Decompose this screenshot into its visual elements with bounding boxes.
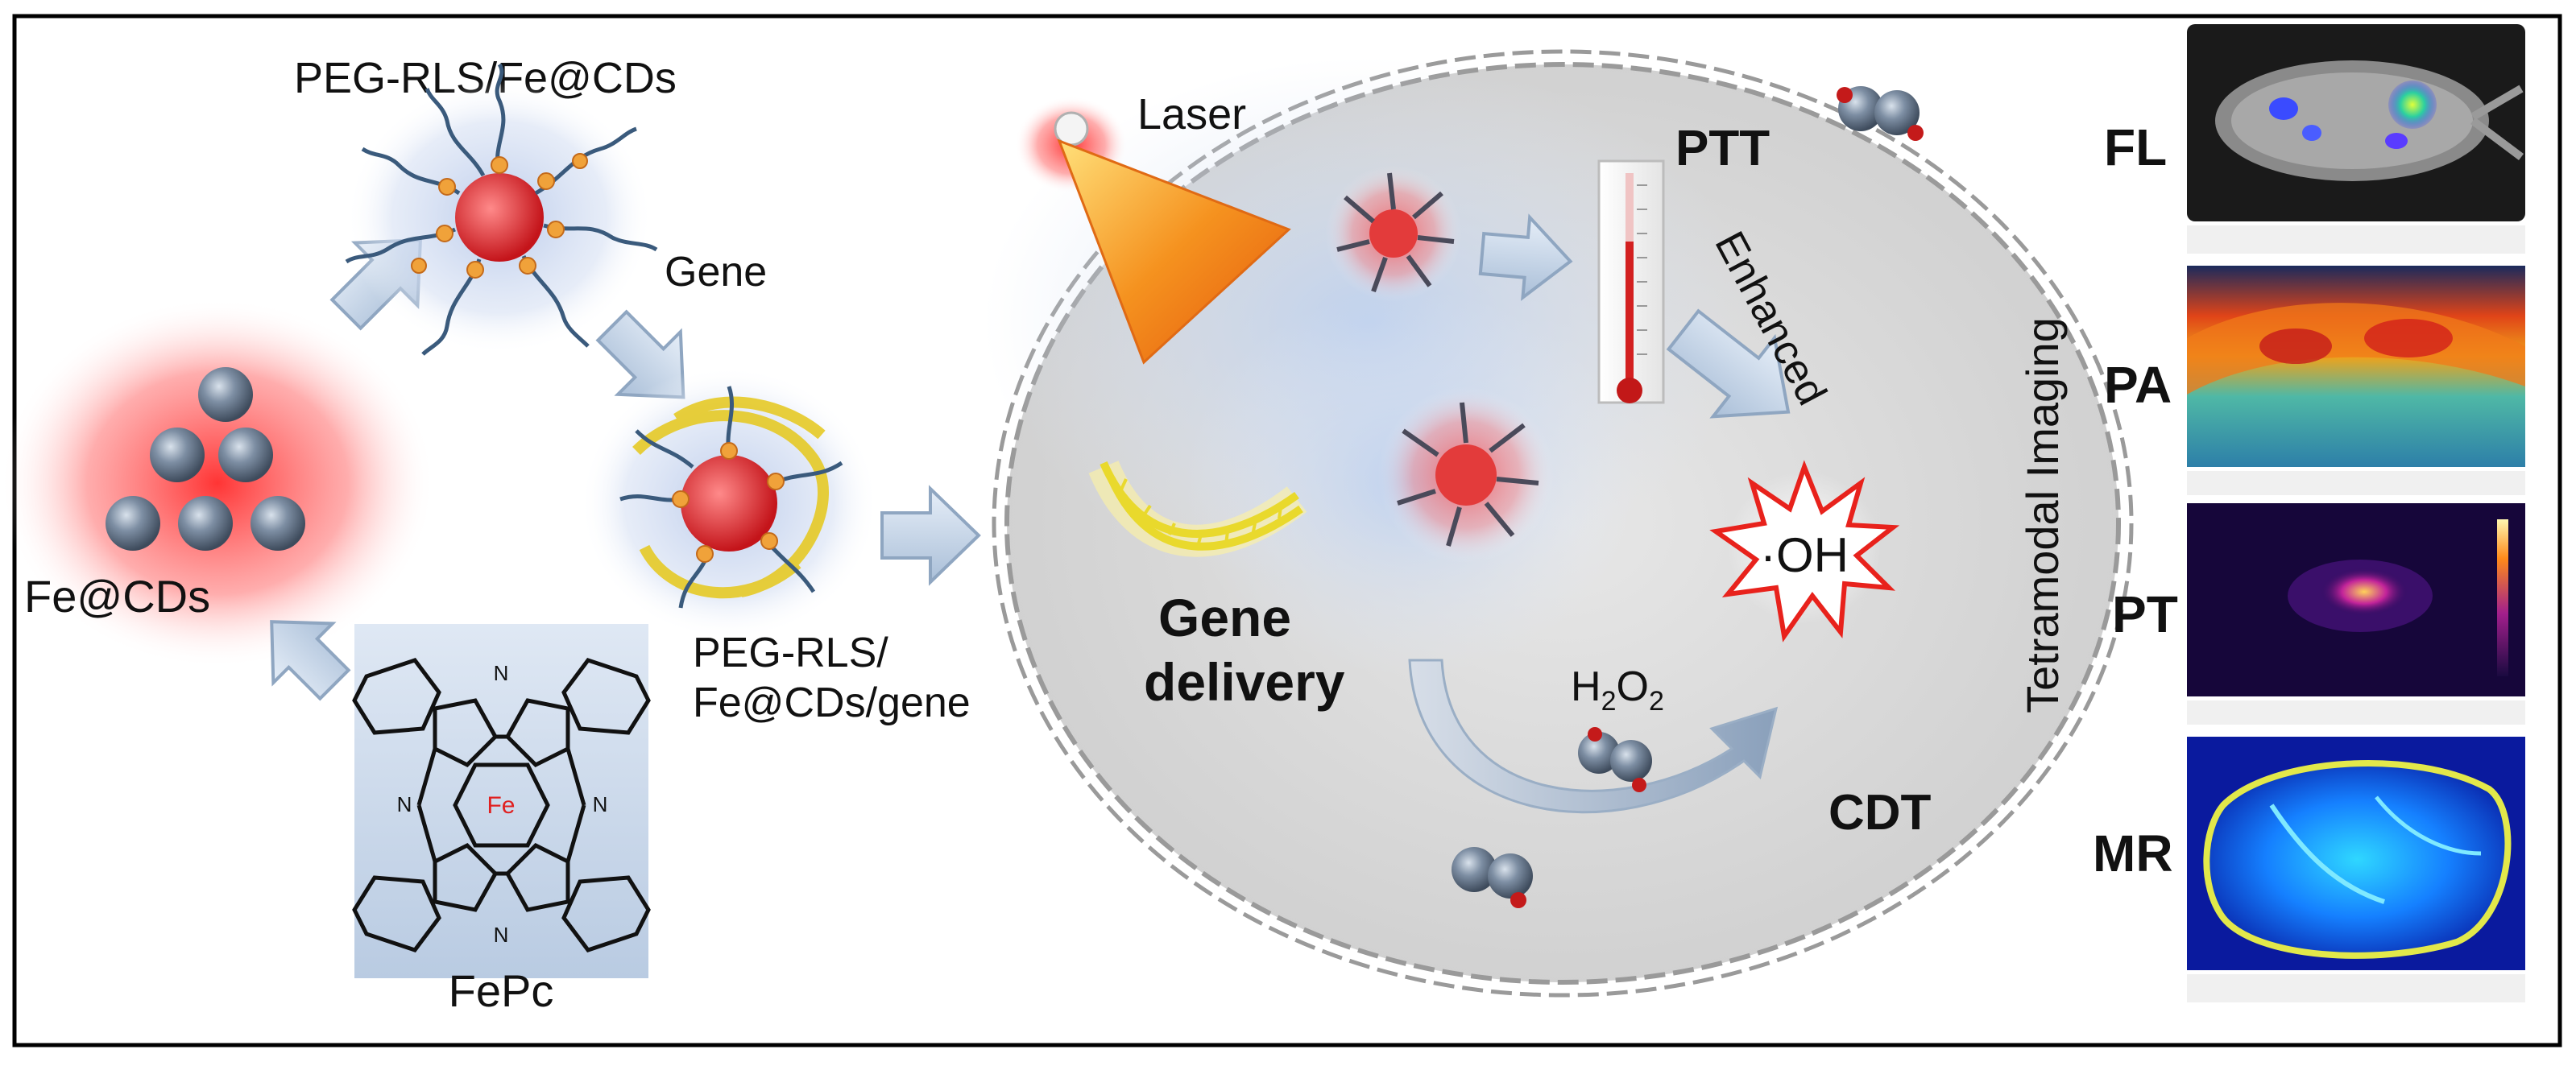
- cell: [983, 49, 2134, 998]
- fepc-n-left: N: [397, 792, 412, 816]
- fepc-molecule: N N N N Fe FePc: [352, 624, 651, 1016]
- h2o2-molecule-top: [1837, 86, 1924, 141]
- imaging-mode-fl: FL: [2104, 118, 2167, 176]
- oh-label: ·OH: [1760, 528, 1849, 582]
- ptt-label: PTT: [1675, 121, 1770, 176]
- dna-strand: [1088, 460, 1307, 557]
- thermometer-icon: [1597, 159, 1665, 404]
- cell-nanoparticle-1: [1325, 165, 1462, 302]
- oh-radical-star: [1709, 460, 1900, 642]
- gene-complex-nanoparticle: [580, 366, 878, 640]
- h2o2-molecule-bottom: [1452, 847, 1533, 908]
- h2o2-label: H2O2: [1571, 663, 1664, 717]
- fepc-n-bottom: N: [494, 923, 509, 947]
- h2o2-molecule-middle: [1578, 727, 1652, 792]
- arrow-to-cell: [880, 485, 981, 586]
- arrow-fepc-to-fecds: [270, 620, 351, 701]
- gene-complex-label-line2: Fe@CDs/gene: [693, 680, 971, 726]
- cell-nanoparticle-2: [1377, 386, 1555, 564]
- enhanced-arrow: [1666, 308, 1791, 419]
- fe-cds-cluster: [0, 298, 435, 668]
- cdt-label: CDT: [1828, 785, 1932, 841]
- pt-image-panel: [2187, 503, 2525, 725]
- tetramodal-imaging-label: Tetramodal Imaging: [2017, 317, 2068, 713]
- curved-arrow-h2o2: [1408, 659, 1779, 814]
- imaging-mode-mr: MR: [2093, 824, 2173, 882]
- pa-image-panel: [2187, 266, 2525, 495]
- imaging-mode-pa: PA: [2104, 356, 2172, 414]
- mr-image-panel: [2187, 737, 2525, 1002]
- gene-delivery-line2: delivery: [1144, 652, 1345, 712]
- fepc-label: FePc: [449, 965, 554, 1016]
- fe-cds-label: Fe@CDs: [24, 571, 210, 622]
- fepc-n-right: N: [593, 792, 608, 816]
- fepc-fe-atom: Fe: [487, 792, 515, 819]
- gene-complex-label-line1: PEG-RLS/: [693, 630, 888, 676]
- fl-image-panel: [2187, 24, 2525, 254]
- gene-delivery-line1: Gene: [1158, 588, 1291, 647]
- laser-icon: [1015, 97, 1291, 365]
- peg-rls-nanoparticle: [345, 63, 658, 356]
- laser-label: Laser: [1137, 90, 1246, 138]
- gene-label: Gene: [665, 249, 767, 295]
- fepc-n-top: N: [494, 661, 509, 685]
- arrow-to-thermometer: [1478, 213, 1573, 301]
- imaging-mode-pt: PT: [2112, 585, 2178, 643]
